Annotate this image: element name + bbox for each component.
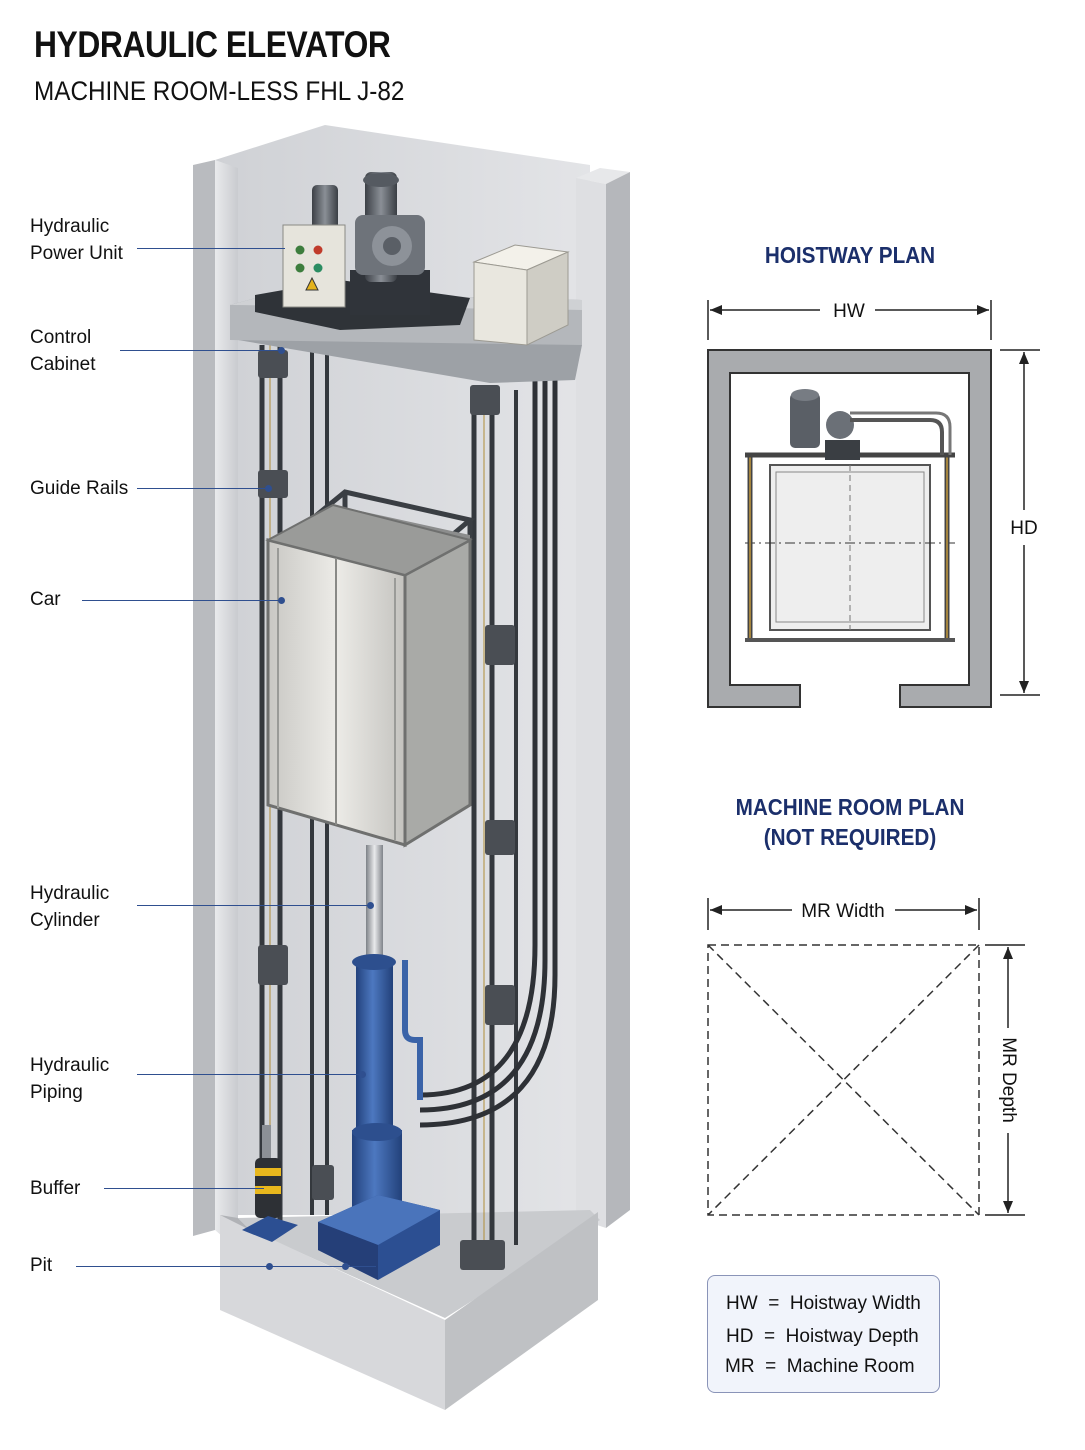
callout-label: Cabinet	[30, 354, 96, 375]
legend-meaning: Machine Room	[786, 1356, 915, 1377]
callout-label: Hydraulic	[30, 1055, 110, 1076]
callout-hydraulic-power-unit: Hydraulic Power Unit	[30, 213, 123, 267]
callout-control-cabinet: Control Cabinet	[30, 324, 96, 378]
machine-room-plan-title-line: MACHINE ROOM PLAN	[735, 794, 965, 820]
legend-abbr: HD	[726, 1326, 754, 1347]
callout-label: Guide Rails	[30, 478, 129, 499]
piston-rod	[366, 845, 383, 965]
callout-hydraulic-cylinder: Hydraulic Cylinder	[30, 880, 109, 934]
legend-row-hw: HW = Hoistway Width	[726, 1293, 921, 1314]
callout-label: Piping	[30, 1082, 83, 1103]
callout-label: Car	[30, 589, 61, 610]
buffer	[242, 1125, 298, 1242]
callout-label: Power Unit	[30, 243, 123, 264]
leader-dot	[266, 1263, 273, 1270]
hoistway-plan: HW HD	[707, 300, 1040, 708]
callout-buffer: Buffer	[30, 1175, 80, 1202]
legend-abbr: MR	[725, 1356, 755, 1377]
leader-line	[137, 248, 285, 249]
callout-car: Car	[30, 586, 61, 613]
callout-pit: Pit	[30, 1252, 52, 1279]
mr-width-dimension-label: MR Width	[801, 901, 884, 922]
leader-dot	[278, 597, 285, 604]
legend-box: HW = Hoistway Width HD = Hoistway Depth	[707, 1275, 940, 1393]
control-cabinet	[472, 244, 570, 346]
leader-line	[137, 905, 369, 906]
page-title: HYDRAULIC ELEVATOR	[34, 24, 391, 65]
leader-line	[137, 1074, 361, 1075]
leader-dot	[359, 1071, 366, 1078]
leader-dot	[265, 485, 272, 492]
machine-room-plan-subtitle: (NOT REQUIRED)	[763, 824, 937, 850]
page-subtitle: MACHINE ROOM-LESS FHL J-82	[34, 76, 405, 106]
legend-meaning: Hoistway Width	[789, 1293, 921, 1314]
hydraulic-power-unit	[255, 172, 470, 330]
hydraulic-hoses	[419, 365, 558, 1128]
callout-label: Buffer	[30, 1178, 81, 1199]
leader-dot	[367, 902, 374, 909]
machine-room-plan: MR Width MR Depth	[707, 898, 1025, 1216]
elevator-illustration	[193, 125, 630, 1410]
mr-depth-dimension-label: MR Depth	[998, 1037, 1019, 1123]
callout-hydraulic-piping: Hydraulic Piping	[30, 1052, 109, 1106]
legend-abbr: HW	[726, 1293, 758, 1314]
leader-line	[120, 350, 280, 351]
callout-label: Cylinder	[30, 910, 100, 931]
leader-line	[82, 600, 280, 601]
callout-label: Control	[30, 327, 92, 348]
hoistway-left-wall	[193, 160, 215, 1236]
leader-dot	[342, 1263, 349, 1270]
machine-room-plan-title: MACHINE ROOM PLAN (NOT REQUIRED)	[715, 792, 985, 852]
callout-guide-rails: Guide Rails	[30, 475, 128, 502]
hw-dimension-label: HW	[833, 301, 865, 322]
hoistway-plan-title: HOISTWAY PLAN	[764, 242, 936, 268]
hoistway-right-wall	[576, 168, 630, 184]
legend-meaning: Hoistway Depth	[785, 1326, 919, 1347]
legend-row-hd: HD = Hoistway Depth	[726, 1326, 919, 1347]
callout-label: Hydraulic	[30, 216, 110, 237]
leader-line	[104, 1188, 264, 1189]
leader-line	[137, 488, 267, 489]
hydraulic-cylinder	[318, 954, 440, 1280]
leader-dot	[278, 347, 285, 354]
elevator-car	[265, 503, 473, 848]
leader-line	[76, 1266, 376, 1267]
legend-row-mr: MR = Machine Room	[725, 1356, 915, 1377]
callout-label: Pit	[30, 1255, 53, 1276]
callout-label: Hydraulic	[30, 883, 110, 904]
hd-dimension-label: HD	[1010, 518, 1037, 539]
